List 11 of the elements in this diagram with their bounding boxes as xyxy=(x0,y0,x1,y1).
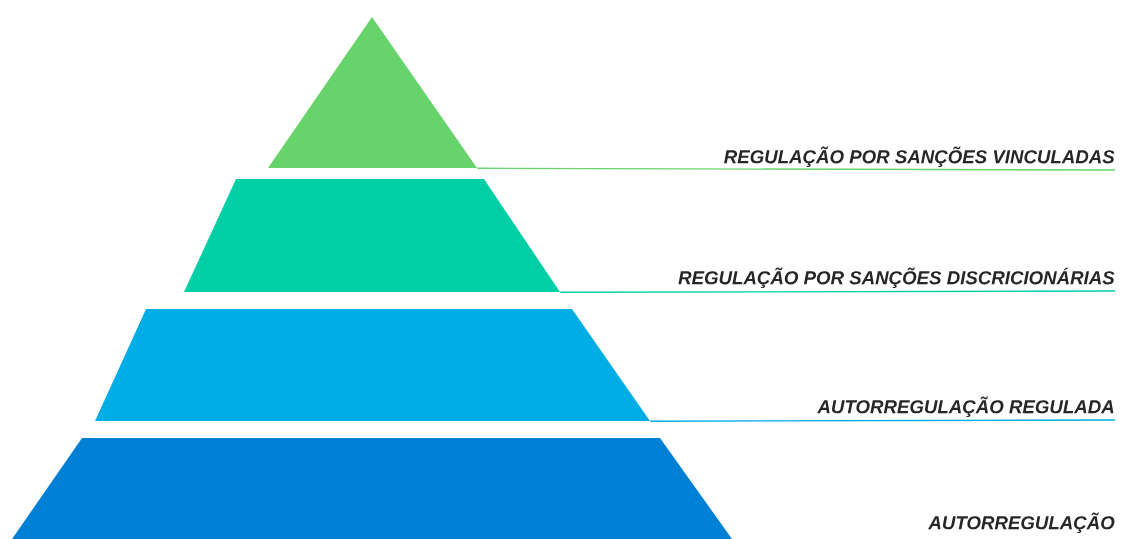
pyramid-band xyxy=(95,309,650,421)
leader-line xyxy=(476,167,1116,171)
level-label: REGULAÇÃO POR SANÇÕES DISCRICIONÁRIAS xyxy=(678,267,1115,289)
level-label: REGULAÇÃO POR SANÇÕES VINCULADAS xyxy=(724,146,1115,168)
pyramid-band xyxy=(184,179,560,292)
pyramid-band xyxy=(12,438,732,539)
level-label: AUTORREGULAÇÃO xyxy=(928,512,1115,534)
leader-line xyxy=(559,290,1116,293)
level-label: AUTORREGULAÇÃO REGULADA xyxy=(817,396,1114,418)
leader-line xyxy=(649,419,1116,422)
pyramid-top xyxy=(268,17,477,168)
